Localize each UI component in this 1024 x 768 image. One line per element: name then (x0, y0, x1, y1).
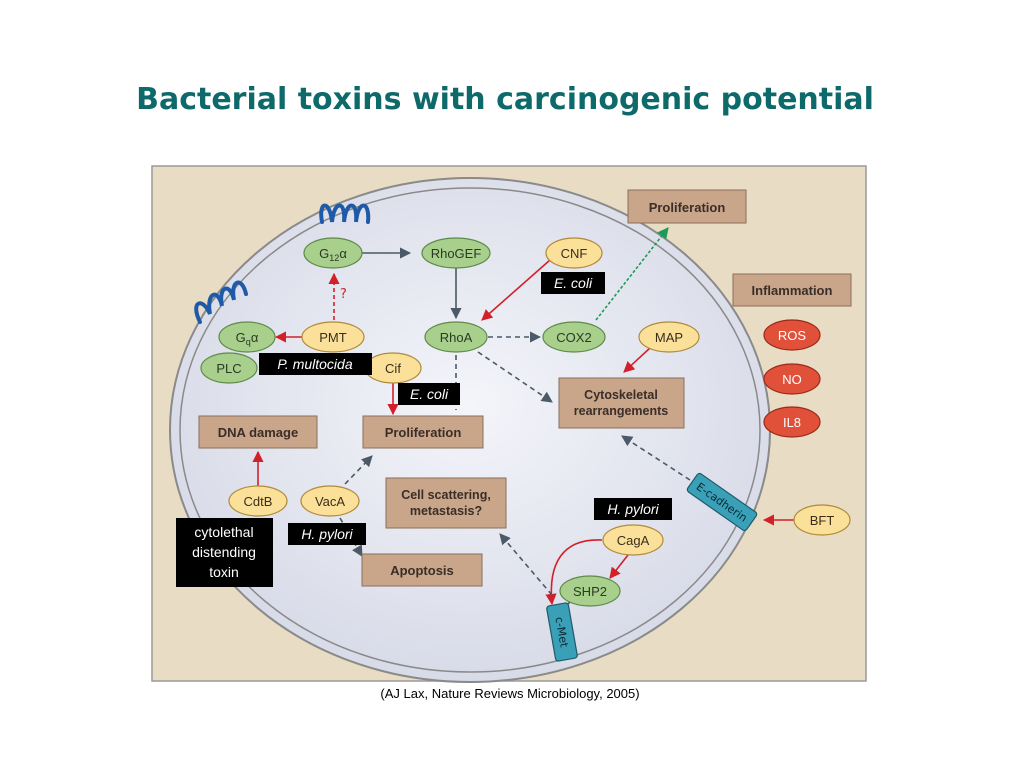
node-cdtb: CdtB (228, 485, 288, 517)
node-map: MAP (638, 321, 700, 353)
node-no: NO (763, 363, 821, 395)
label-text: H. pylori (301, 526, 353, 542)
box-label: Cytoskeletal (584, 388, 658, 402)
node-label: MAP (655, 330, 683, 345)
box-label: Apoptosis (390, 563, 454, 578)
box-cytoskeletal-rearrangements: Cytoskeletal rearrangements (558, 377, 685, 429)
label-hpylori-caga: H. pylori (594, 498, 672, 520)
receptor-label: c-Met (552, 616, 570, 649)
label-text: E. coli (410, 386, 449, 402)
node-label: PMT (319, 330, 347, 345)
node-cox2: COX2 (542, 321, 606, 353)
node-shp2: SHP2 (559, 575, 621, 607)
node-il8: IL8 (763, 406, 821, 438)
node-vaca: VacA (300, 485, 360, 517)
box-label: Proliferation (649, 200, 726, 215)
box-label: Cell scattering, (401, 488, 491, 502)
svg-text:G12α: G12α (319, 246, 347, 263)
node-ros: ROS (763, 319, 821, 351)
box-label: DNA damage (218, 425, 298, 440)
label-text: P. multocida (277, 356, 352, 372)
node-cnf: CNF (545, 237, 603, 269)
node-label: SHP2 (573, 584, 607, 599)
label-ecoli-cnf: E. coli (541, 272, 605, 294)
box-apoptosis: Apoptosis (361, 553, 483, 587)
gq-sub: q (246, 337, 251, 347)
box-cell-scattering: Cell scattering, metastasis? (385, 477, 507, 529)
node-plc: PLC (200, 352, 258, 384)
box-proliferation-top: Proliferation (627, 189, 747, 224)
gq-main: G (236, 330, 246, 345)
label-hpylori-vaca: H. pylori (288, 523, 366, 545)
node-label: ROS (778, 328, 807, 343)
node-label: CagA (617, 533, 650, 548)
box-inflammation: Inflammation (732, 273, 852, 307)
box-label: rearrangements (574, 404, 669, 418)
node-label: RhoGEF (431, 246, 482, 261)
node-gq-alpha: Gqα (218, 321, 276, 353)
node-pmt: PMT (301, 321, 365, 353)
node-label: Cif (385, 361, 401, 376)
node-label: CNF (561, 246, 588, 261)
label-ecoli-cif: E. coli (398, 383, 460, 405)
label-text: H. pylori (607, 501, 659, 517)
node-label: RhoA (440, 330, 473, 345)
node-label: BFT (810, 513, 835, 528)
node-rhoa: RhoA (424, 321, 488, 353)
gq-alpha: α (251, 330, 259, 345)
node-label: CdtB (244, 494, 273, 509)
node-bft: BFT (793, 504, 851, 536)
box-label: Proliferation (385, 425, 462, 440)
node-g12-alpha: G12α (303, 237, 363, 269)
label-p-multocida: P. multocida (259, 353, 372, 375)
unknown-link-question-mark: ? (340, 287, 347, 302)
node-label: PLC (216, 361, 241, 376)
svg-text:Gqα: Gqα (236, 330, 259, 347)
label-text: cytolethal (194, 524, 253, 540)
label-text: toxin (209, 564, 239, 580)
g12-sub: 12 (329, 253, 339, 263)
box-dna-damage: DNA damage (198, 415, 318, 449)
box-label: Inflammation (752, 283, 833, 298)
node-label: IL8 (783, 415, 801, 430)
label-cytolethal-distending-toxin: cytolethal distending toxin (176, 518, 273, 587)
receptor-cmet: c-Met (546, 602, 578, 662)
receptor-coil-icon (194, 203, 371, 324)
node-label: VacA (315, 494, 345, 509)
citation: (AJ Lax, Nature Reviews Microbiology, 20… (380, 686, 640, 701)
box-proliferation-mid: Proliferation (362, 415, 484, 449)
node-label: NO (782, 372, 802, 387)
node-rhogef: RhoGEF (421, 237, 491, 269)
arrows (252, 227, 794, 613)
page-title: Bacterial toxins with carcinogenic poten… (136, 82, 874, 117)
node-caga: CagA (602, 524, 664, 556)
g12-main: G (319, 246, 329, 261)
node-cif: Cif (364, 352, 422, 384)
label-text: distending (192, 544, 256, 560)
box-label: metastasis? (410, 504, 482, 518)
node-label: COX2 (556, 330, 591, 345)
label-text: E. coli (554, 275, 593, 291)
g12-alpha: α (339, 246, 347, 261)
